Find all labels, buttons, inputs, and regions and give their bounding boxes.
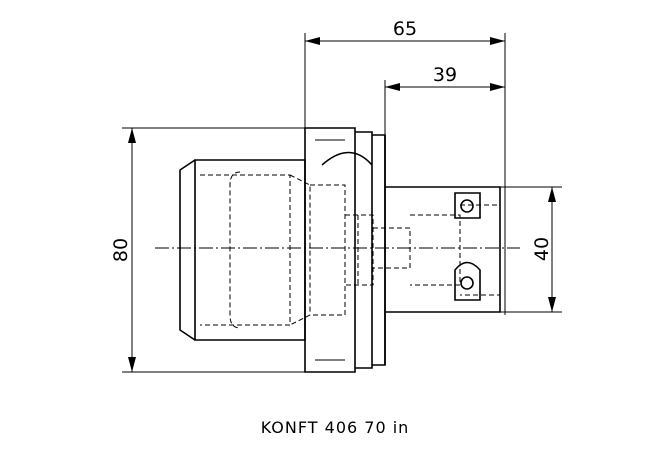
dimension-39: 39 xyxy=(384,64,505,135)
hidden-features xyxy=(200,171,501,329)
dimension-65: 65 xyxy=(304,18,506,315)
dimension-80-label: 80 xyxy=(110,238,132,262)
drive-slots xyxy=(454,192,481,301)
dimension-40-label: 40 xyxy=(531,237,553,261)
dimension-65-label: 65 xyxy=(393,18,417,40)
drawing-caption: KONFT 406 70 in xyxy=(261,418,410,437)
dimension-40: 40 xyxy=(485,186,562,313)
tool-holder-outline xyxy=(179,127,501,373)
dimension-39-label: 39 xyxy=(433,64,457,86)
dimension-80: 80 xyxy=(110,127,305,373)
